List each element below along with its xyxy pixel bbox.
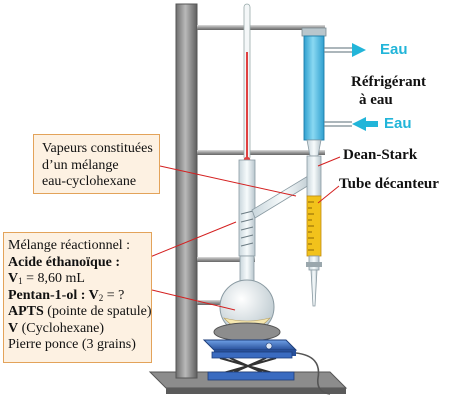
vapeurs-annotation-box: Vapeurs constituées d’un mélange eau-cyc… — [33, 134, 160, 194]
lab-jack — [207, 351, 295, 381]
dean-stark-side-arm — [251, 175, 315, 219]
eau-inlet-label: Eau — [384, 115, 412, 132]
melange-acide: Acide éthanoïque : — [8, 254, 120, 270]
melange-pierre: Pierre ponce (3 grains) — [8, 337, 136, 352]
dean-stark-label: Dean-Stark — [343, 147, 418, 163]
melange-apts: APTS (pointe de spatule) — [8, 304, 152, 319]
eau-outlet-label: Eau — [380, 41, 408, 58]
power-cable — [295, 352, 331, 395]
water-in-arrow — [352, 117, 378, 131]
melange-v1: V1 = 8,60 mL — [8, 271, 85, 286]
melange-pentanol: Pentan-1-ol : V2 = ? — [8, 287, 125, 303]
condenser — [301, 27, 352, 157]
melange-annotation-box: Mélange réactionnel : Acide éthanoïque :… — [3, 232, 152, 363]
vapeurs-line-1: Vapeurs constituées — [42, 141, 153, 156]
decanter-tube — [306, 155, 322, 307]
stand-rod — [175, 3, 198, 379]
flask — [219, 255, 275, 335]
heating-bowl — [213, 322, 281, 342]
tube-decanteur-label: Tube décanteur — [339, 176, 439, 192]
melange-title: Mélange réactionnel : — [8, 238, 131, 253]
vapeurs-line-3: eau-cyclohexane — [42, 174, 137, 189]
thermometer — [243, 3, 251, 164]
dean-stark-column — [238, 159, 256, 257]
melange-cyclohexane: V (Cyclohexane) — [8, 320, 105, 336]
refrigerant-label-line1: Réfrigérant — [351, 74, 426, 90]
vapeurs-line-2: d’un mélange — [42, 157, 119, 173]
pointer-lines — [149, 156, 341, 311]
water-out-arrow — [352, 43, 366, 57]
refrigerant-label-line2: à eau — [359, 92, 393, 108]
